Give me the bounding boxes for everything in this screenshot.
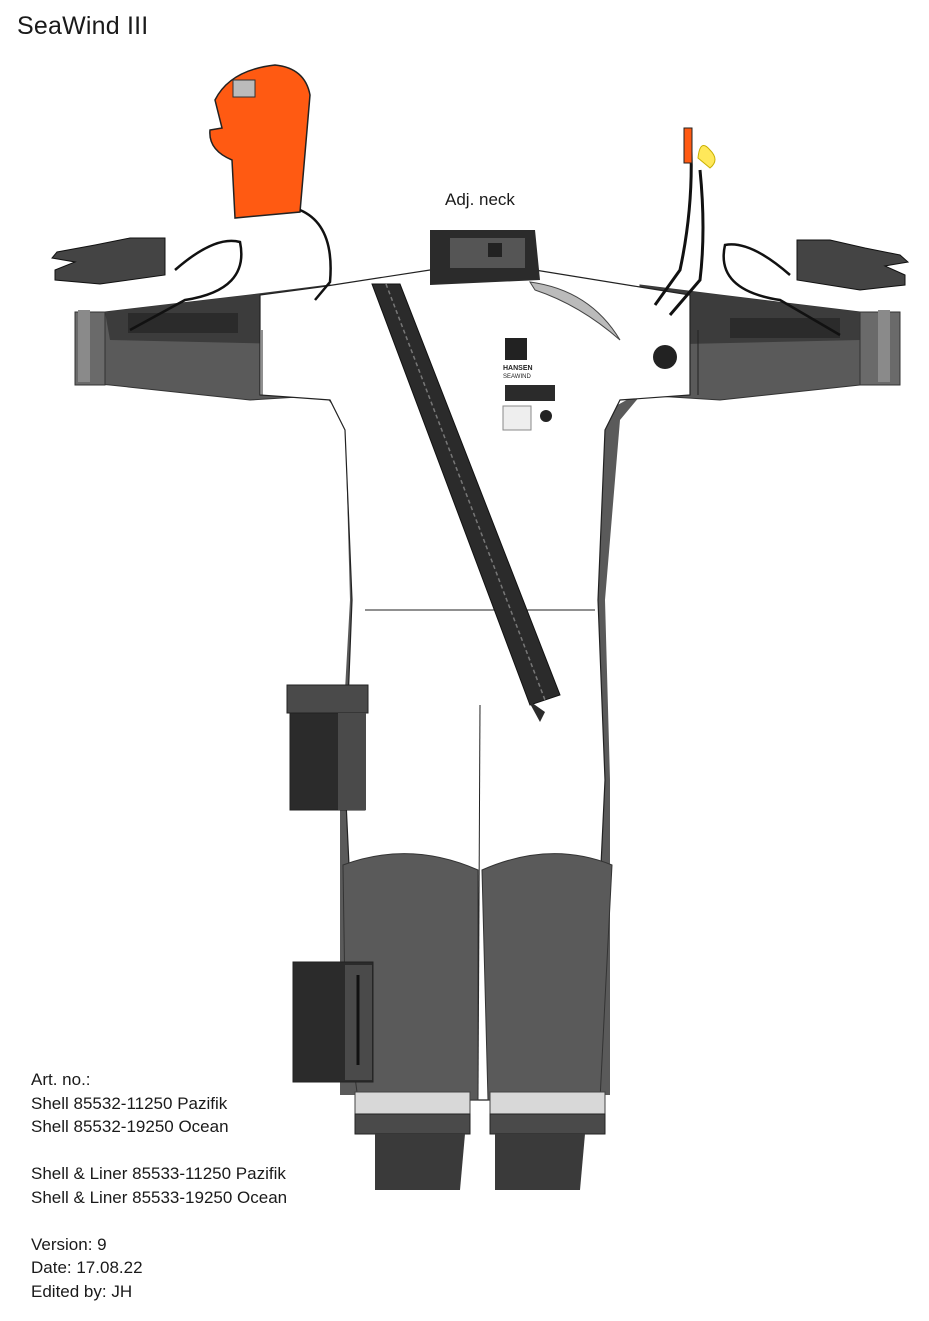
brand-line-1: HANSEN [503, 365, 533, 372]
right-glove-cord [722, 243, 841, 337]
right-knee-pad [481, 853, 613, 1101]
right-boot [495, 1134, 585, 1190]
right-arm [639, 284, 901, 401]
brand-line-2: SEAWIND [503, 374, 531, 380]
hood-cord [299, 208, 332, 301]
collar-flap [529, 281, 621, 341]
right-reflective-band [489, 1091, 606, 1115]
neck-strap [450, 238, 525, 268]
right-cuff [489, 1113, 606, 1135]
left-glove-cord [129, 239, 243, 332]
article-info-block: Art. no.: Shell 85532-11250 Pazifik Shel… [31, 1068, 287, 1303]
hood-patch [232, 79, 256, 98]
shell-line-1: Shell 85532-11250 Pazifik [31, 1093, 228, 1113]
left-reflective-band [354, 1091, 471, 1115]
left-arm-zipper [128, 313, 238, 333]
chest-button [653, 345, 677, 369]
lanyard-cord-2 [668, 169, 705, 316]
adj-neck-label: Adj. neck [445, 190, 515, 209]
art-no-label: Art. no.: [31, 1070, 91, 1089]
shell-line-2: Shell 85532-19250 Ocean [31, 1117, 229, 1136]
right-glove-icon [796, 239, 910, 291]
left-glove-icon [51, 237, 166, 285]
left-boot [375, 1134, 465, 1190]
thigh-pocket-flap [286, 684, 369, 714]
lanyard-tab [683, 127, 693, 164]
date-text: Date: 17.08.22 [31, 1258, 143, 1277]
version-text: Version: 9 [31, 1234, 107, 1254]
badge-icon [540, 410, 552, 422]
orange-hood [209, 64, 311, 219]
right-arm-zipper [730, 318, 840, 338]
brand-logo-icon [505, 338, 527, 360]
caution-label [502, 405, 532, 431]
edited-by-text: Edited by: JH [31, 1281, 133, 1301]
chest-patch [505, 385, 555, 401]
left-knee-pad [342, 853, 479, 1101]
liner-line-1: Shell & Liner 85533-11250 Pazifik [31, 1164, 286, 1183]
liner-line-2: Shell & Liner 85533-19250 Ocean [31, 1187, 288, 1207]
left-cuff [354, 1113, 471, 1135]
document-title: SeaWind III [17, 12, 149, 40]
yellow-loop-icon [697, 145, 716, 169]
